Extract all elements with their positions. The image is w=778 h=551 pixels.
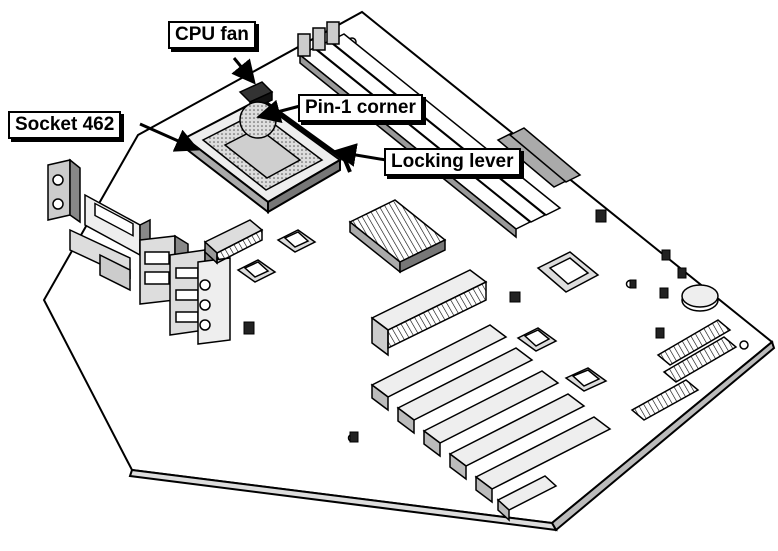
socket-arrow xyxy=(139,122,200,152)
rear-io-panel xyxy=(47,158,231,345)
cpu-socket xyxy=(183,98,352,215)
pin1-corner-label: Pin-1 corner xyxy=(298,94,423,122)
cpu-fan-header xyxy=(238,81,277,139)
northbridge-heatsink xyxy=(348,199,447,274)
cpu-fan-label: CPU fan xyxy=(168,21,256,49)
callout-arrows xyxy=(139,57,387,167)
cpu-fan-arrow xyxy=(231,57,256,85)
locking-lever-label: Locking lever xyxy=(384,148,521,176)
cmos-battery xyxy=(681,284,719,312)
pci-slots xyxy=(370,324,612,522)
agp-slot xyxy=(370,269,488,357)
socket-label: Socket 462 xyxy=(8,111,122,139)
chips xyxy=(236,229,608,392)
atx-power-connector xyxy=(203,219,264,265)
jumpers xyxy=(243,209,687,443)
pin1-arrow xyxy=(256,99,301,124)
ide-connectors xyxy=(630,319,738,421)
locking-lever-arrow xyxy=(332,143,387,167)
